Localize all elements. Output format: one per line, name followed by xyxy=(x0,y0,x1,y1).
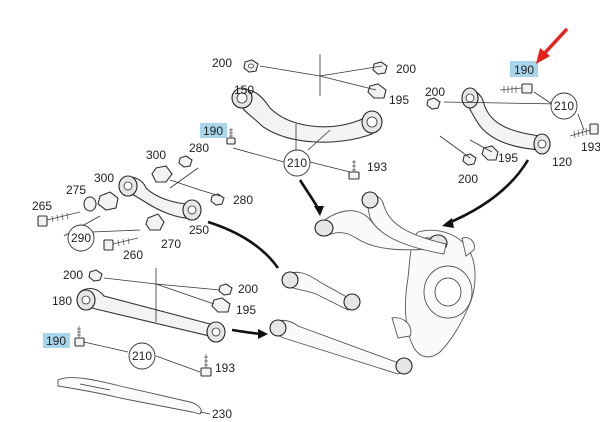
part-label: 200 xyxy=(212,56,232,70)
part-label: 200 xyxy=(396,62,416,76)
red-pointer-arrow xyxy=(540,28,568,58)
part-label: 195 xyxy=(498,151,518,165)
highlight-marker xyxy=(43,333,70,348)
arrow-head xyxy=(314,206,324,216)
part-label: 193 xyxy=(581,140,600,154)
highlight-marker xyxy=(510,61,538,77)
underbody-cover: 230 xyxy=(57,377,232,421)
part-label: 280 xyxy=(189,141,209,155)
assembled-suspension xyxy=(269,191,476,375)
part-label: 210 xyxy=(132,349,152,363)
part-label: 200 xyxy=(425,85,445,99)
part-label: 200 xyxy=(63,268,83,282)
highlight-marker xyxy=(200,123,227,138)
part-label: 270 xyxy=(161,237,181,251)
assembly-arrows xyxy=(207,159,530,339)
part-label-highlighted: 190 xyxy=(514,63,534,77)
toe-link-group: 300 280 300 275 265 290 260 270 280 250 xyxy=(32,141,253,262)
part-label: 150 xyxy=(234,83,254,97)
fastener-set-callout xyxy=(550,92,578,120)
lower-arm-group: 200 200 180 195 190 210 193 xyxy=(43,268,258,377)
part-label: 280 xyxy=(233,193,253,207)
part-label: 200 xyxy=(458,172,478,186)
part-label: 120 xyxy=(552,155,572,169)
part-label-highlighted: 190 xyxy=(203,124,223,138)
arrow-head xyxy=(258,329,268,339)
part-label: 180 xyxy=(52,294,72,308)
part-label-highlighted: 190 xyxy=(46,334,66,348)
part-label: 300 xyxy=(94,171,114,185)
part-label: 265 xyxy=(32,199,52,213)
upper-arm-group: 200 200 150 195 190 210 193 xyxy=(200,54,416,180)
fastener-set-callout xyxy=(283,149,311,177)
arrow-head xyxy=(442,218,454,228)
part-label: 210 xyxy=(554,99,574,113)
part-label: 195 xyxy=(236,303,256,317)
part-label: 275 xyxy=(66,183,86,197)
part-label: 250 xyxy=(189,223,209,237)
part-label: 230 xyxy=(212,407,232,421)
part-label: 210 xyxy=(287,156,307,170)
part-label: 193 xyxy=(215,361,235,375)
part-label: 290 xyxy=(71,231,91,245)
red-arrow-head xyxy=(536,48,550,64)
fastener-set-callout xyxy=(128,342,156,370)
part-label: 195 xyxy=(389,93,409,107)
part-label: 193 xyxy=(367,160,387,174)
part-label: 200 xyxy=(238,282,258,296)
part-label: 300 xyxy=(146,148,166,162)
part-label: 260 xyxy=(123,248,143,262)
fastener-set-callout xyxy=(67,224,95,252)
right-arm-group: 190 200 210 195 200 120 193 xyxy=(425,28,600,186)
